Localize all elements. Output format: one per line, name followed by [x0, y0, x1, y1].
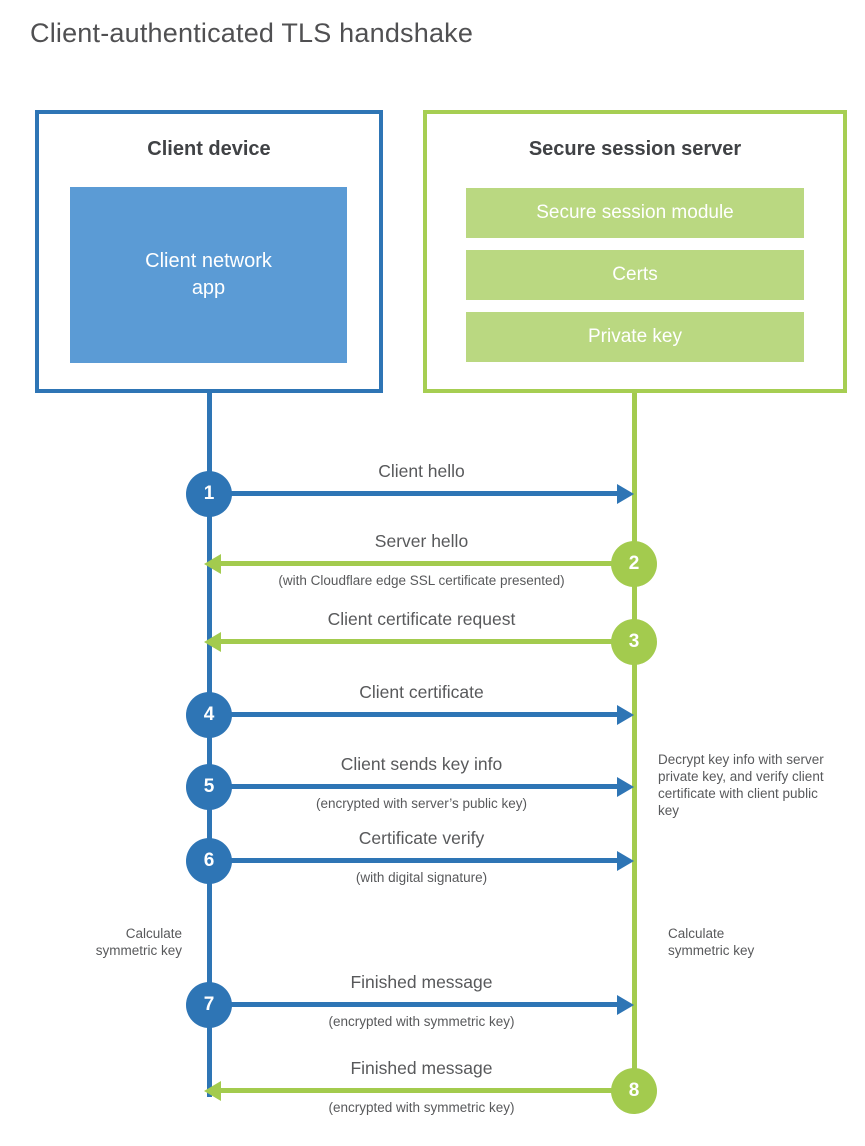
step-arrow	[209, 858, 617, 863]
step-arrow	[209, 784, 617, 789]
step-sublabel: (with digital signature)	[355, 870, 488, 885]
step-label: Certificate verify	[358, 828, 485, 848]
step-sublabel: (encrypted with symmetric key)	[328, 1100, 515, 1115]
step-arrow	[209, 491, 617, 496]
step-label: Client sends key info	[340, 754, 503, 774]
arrow-head-icon	[204, 632, 221, 652]
step-label: Finished message	[350, 972, 493, 992]
arrow-head-icon	[617, 851, 634, 871]
step-circle: 1	[186, 471, 232, 517]
step-circle: 4	[186, 692, 232, 738]
step-label: Client hello	[378, 461, 465, 481]
step-sublabel: (with Cloudflare edge SSL certificate pr…	[278, 573, 565, 588]
step-sublabel: (encrypted with server’s public key)	[315, 796, 528, 811]
step-arrow	[209, 1002, 617, 1007]
decrypt-key-note: Decrypt key info with server private key…	[658, 752, 824, 818]
arrow-head-icon	[204, 1081, 221, 1101]
step-label: Client certificate	[359, 682, 484, 702]
step-circle: 6	[186, 838, 232, 884]
step-arrow	[221, 561, 633, 566]
arrow-head-icon	[617, 484, 634, 504]
step-circle: 3	[611, 619, 657, 665]
secure-session-server-title: Secure session server	[528, 138, 742, 160]
arrow-head-icon	[617, 995, 634, 1015]
server-lifeline	[632, 393, 637, 1093]
page-title: Client-authenticated TLS handshake	[30, 18, 474, 48]
client-device-box: Client device Client network app	[35, 110, 383, 393]
server-module-bar: Secure session module	[466, 188, 804, 238]
secure-session-server-box: Secure session server Secure session mod…	[423, 110, 847, 393]
client-device-title: Client device	[147, 138, 271, 160]
step-circle: 8	[611, 1068, 657, 1114]
server-module-bar: Private key	[466, 312, 804, 362]
step-circle: 7	[186, 982, 232, 1028]
step-label: Client certificate request	[327, 609, 516, 629]
step-label: Finished message	[350, 1058, 493, 1078]
step-arrow	[221, 639, 633, 644]
client-network-app-box: Client network app	[70, 187, 347, 363]
step-sublabel: (encrypted with symmetric key)	[328, 1014, 515, 1029]
arrow-head-icon	[617, 705, 634, 725]
step-arrow	[209, 712, 617, 717]
server-module-bar: Certs	[466, 250, 804, 300]
step-label: Server hello	[374, 531, 469, 551]
step-circle: 5	[186, 764, 232, 810]
step-arrow	[221, 1088, 633, 1093]
calculate-symmetric-key-note-client: Calculate symmetric key	[95, 926, 182, 958]
step-circle: 2	[611, 541, 657, 587]
arrow-head-icon	[617, 777, 634, 797]
calculate-symmetric-key-note-server: Calculate symmetric key	[668, 926, 755, 958]
client-lifeline	[207, 393, 212, 1097]
arrow-head-icon	[204, 554, 221, 574]
